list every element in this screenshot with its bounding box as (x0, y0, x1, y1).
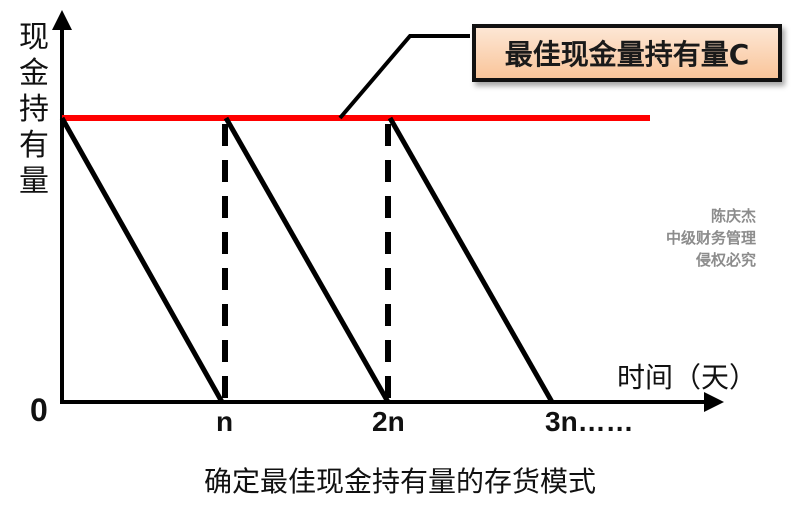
y-label-char: 持 (19, 92, 49, 127)
cash-decline-1 (59, 116, 225, 404)
watermark-line: 侵权必究 (695, 251, 756, 269)
x-tick-2n: 2n (372, 406, 405, 437)
watermark-line: 陈庆杰 (710, 207, 756, 225)
y-label-char: 现 (19, 20, 49, 55)
y-label-char: 有 (19, 128, 49, 163)
y-axis-label: 现 金 持 有 量 (14, 20, 54, 200)
diagram-title: 确定最佳现金持有量的存货模式 (203, 465, 596, 498)
y-axis-arrow-icon (52, 10, 72, 30)
x-axis-arrow-icon (704, 392, 724, 412)
callout-connector (338, 34, 470, 120)
y-label-char: 量 (19, 164, 49, 199)
watermark-line: 中级财务管理 (665, 229, 756, 247)
cash-decline-2 (223, 116, 391, 404)
x-tick-3n: 3n…… (545, 406, 634, 437)
optimal-cash-callout: 最佳现金量持有量C (472, 24, 782, 82)
x-tick-n: n (216, 406, 234, 437)
watermark: 陈庆杰 中级财务管理 侵权必究 (666, 205, 756, 271)
x-axis-label: 时间（天） (617, 361, 758, 394)
origin-label: 0 (30, 392, 48, 428)
cash-decline-3 (387, 116, 555, 404)
y-label-char: 金 (19, 56, 49, 91)
